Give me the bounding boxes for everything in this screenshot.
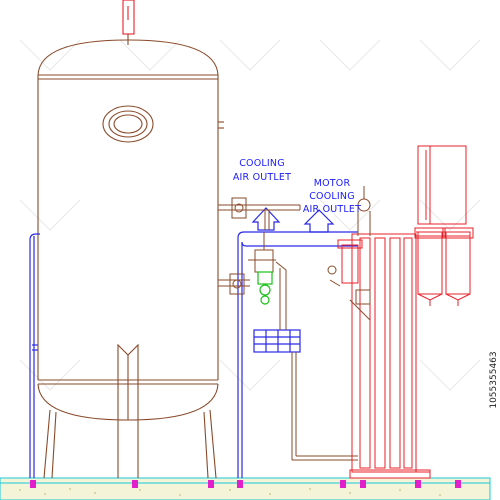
stock-id: 1055355463 [489,351,499,408]
base-slab [0,477,491,500]
svg-text:AIR OUTLET: AIR OUTLET [233,172,291,183]
filter-housing-right [445,231,471,295]
cooling-air-outlet-label: COOLING AIR OUTLET [233,158,291,183]
outlet-valves [218,197,358,461]
blue-piping [29,207,358,478]
svg-text:MOTOR: MOTOR [314,178,351,189]
manhole-cover [102,105,154,143]
watermark-pattern [19,39,481,391]
motor-air-arrow [303,209,335,233]
cooling-air-arrow [251,207,281,231]
green-fittings [257,271,273,305]
svg-text:COOLING: COOLING [309,191,355,202]
compressor-package [337,145,474,479]
heat-exchanger [253,329,301,353]
svg-text:COOLING: COOLING [239,158,285,169]
svg-text:AIR OUTLET: AIR OUTLET [303,204,361,215]
motor-cooling-air-outlet-label: MOTOR COOLING AIR OUTLET [303,178,361,215]
air-receiver-tank [37,0,224,479]
control-cabinet [417,145,467,225]
motor-outlet-fittings [327,186,371,321]
filter-housing-left [417,231,443,295]
